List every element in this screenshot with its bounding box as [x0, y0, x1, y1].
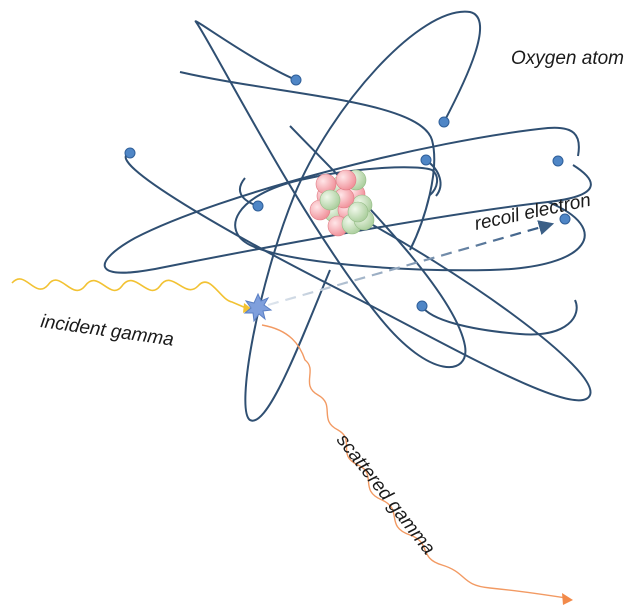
- electron: [552, 155, 564, 167]
- orbit-ellipse: [421, 299, 578, 336]
- label-recoil-electron: recoil electron: [473, 190, 593, 235]
- electron: [559, 213, 571, 225]
- orbit-ellipse: [194, 20, 467, 368]
- proton: [335, 169, 357, 191]
- impact-star: [243, 292, 273, 323]
- scattered-gamma-wave: [261, 324, 567, 599]
- electron: [416, 300, 428, 312]
- orbits: [103, 10, 592, 422]
- nucleus: [309, 169, 375, 237]
- electrons: [124, 74, 571, 312]
- label-scattered-gamma: scattered gamma: [332, 430, 439, 559]
- electron: [252, 200, 264, 212]
- orbit-ellipse: [103, 126, 592, 274]
- orbit-ellipse: [124, 152, 592, 402]
- electron: [290, 74, 302, 86]
- orbit-ellipse: [234, 166, 586, 272]
- scattered-arrow-head: [562, 593, 573, 605]
- electron: [420, 154, 432, 166]
- neutron: [319, 189, 341, 211]
- orbit-ellipse: [179, 71, 436, 251]
- label-oxygen-atom: Oxygen atom: [511, 48, 624, 69]
- electron: [124, 147, 136, 159]
- label-incident-gamma: incident gamma: [39, 311, 175, 350]
- orbit-ellipse: [244, 10, 481, 422]
- recoil-electron-path: [267, 220, 555, 307]
- electron: [438, 116, 450, 128]
- incident-gamma-wave: [11, 278, 247, 309]
- incident-arrow-head: [243, 303, 252, 313]
- neutron: [347, 201, 369, 223]
